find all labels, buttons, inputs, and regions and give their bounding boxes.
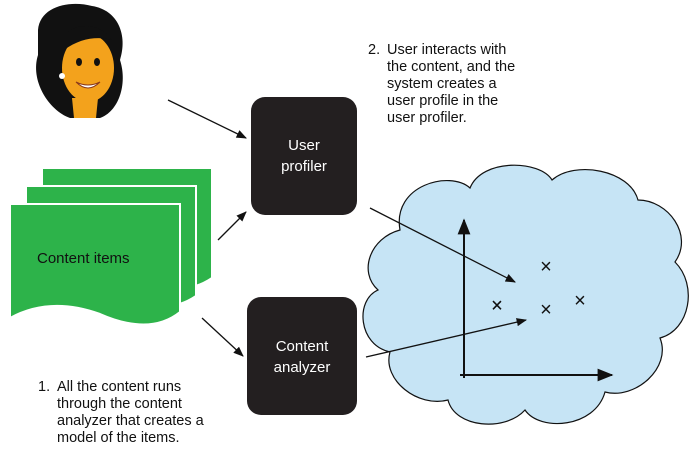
arrow-items-to-profiler: [217, 211, 247, 241]
step-1-number: 1.: [38, 379, 51, 395]
arrow-items-to-analyzer: [201, 317, 244, 357]
user-profiler-box: [251, 97, 357, 215]
document-stack-icon: [9, 167, 213, 326]
x-mark-icon: ×: [540, 299, 552, 321]
user-profiler-label: User profiler: [281, 137, 327, 175]
woman-avatar-icon: [36, 3, 123, 118]
model-axes: [457, 218, 614, 382]
arrow-analyzer-to-model: [365, 318, 528, 358]
step-2-note: 2. User interacts with the content, and …: [368, 42, 568, 127]
arrow-user-to-profiler: [167, 99, 247, 139]
arrow-profiler-to-model: [369, 207, 516, 283]
content-analyzer-box: [247, 297, 357, 415]
step-1-note: 1. All the content runs through the cont…: [38, 379, 268, 447]
x-mark-icon: ×: [540, 256, 552, 278]
step-2-number: 2.: [368, 42, 381, 58]
content-items-label: Content items: [37, 250, 130, 267]
x-mark-icon: ×: [491, 295, 503, 317]
step-1-text: All the content runs through the content…: [57, 379, 204, 446]
x-mark-icon: ×: [491, 295, 503, 317]
model-space-cloud: [362, 164, 689, 425]
step-2-text: User interacts with the content, and the…: [387, 42, 516, 126]
content-analyzer-label: Content analyzer: [273, 338, 331, 376]
x-mark-icon: ×: [574, 290, 586, 312]
